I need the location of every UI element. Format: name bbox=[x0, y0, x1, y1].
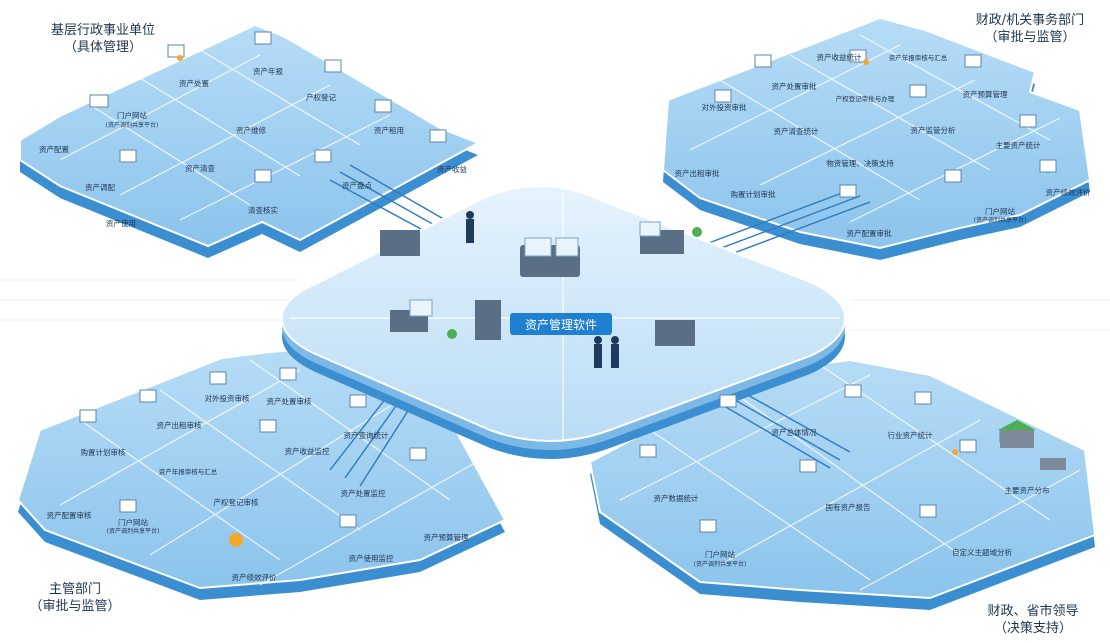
label-bl-2: 资产出租审核 bbox=[157, 420, 202, 430]
label-bl-1: 资产处置审核 bbox=[267, 396, 312, 406]
label-bl-4: 购置计划审核 bbox=[81, 447, 126, 457]
label-tr-1: 资产年报审核与汇总 bbox=[889, 53, 948, 62]
label-br-1: 行业资产统计 bbox=[888, 430, 933, 440]
label-tl-4: 资产维修 bbox=[236, 125, 266, 135]
label-tl-8: 资产清查 bbox=[185, 163, 215, 173]
label-br-2: 资产数据统计 bbox=[654, 493, 699, 503]
center-label: 资产管理软件 bbox=[525, 317, 597, 332]
label-bl-9: 资产配置审核 bbox=[47, 510, 92, 520]
label-tl-1: 资产年报 bbox=[253, 66, 283, 76]
label-tr-5: 资产预算管理 bbox=[963, 89, 1008, 99]
platform-top-left bbox=[19, 23, 481, 258]
center-badge: 资产管理软件 bbox=[510, 313, 612, 335]
label-tr-10: 购置计划审批 bbox=[731, 189, 776, 199]
label-tr-12: 门户网站 bbox=[985, 206, 1015, 216]
label-tr-15: 资产配置审批 bbox=[847, 228, 892, 238]
label-bl-12: 资产预算管理 bbox=[424, 532, 469, 542]
label-tl-0: 资产处置 bbox=[179, 78, 209, 88]
region-title-top-right: 财政/机关事务部门 （审批与监管） bbox=[960, 12, 1100, 46]
label-bl-5: 资产年报审核与汇总 bbox=[159, 467, 218, 476]
label-bl-14: 资产绩效评价 bbox=[232, 572, 277, 582]
label-bl-6: 资产收益监控 bbox=[285, 446, 330, 456]
label-tr-0: 资产收益统计 bbox=[817, 52, 862, 62]
label-tl-10: 资产调配 bbox=[85, 182, 115, 192]
label-br-4: 主要资产分布 bbox=[1005, 485, 1050, 495]
region-title-bottom-left: 主管部门 （审批与监管） bbox=[20, 581, 130, 615]
label-br-6: (资产调剂共享平台) bbox=[694, 560, 747, 568]
platform-bottom-right bbox=[588, 358, 1097, 610]
label-tr-9: 资产出租审批 bbox=[675, 168, 720, 178]
region-title-bottom-right: 财政、省市领导 （决策支持） bbox=[968, 603, 1098, 637]
label-tl-7: 资产租用 bbox=[374, 125, 404, 135]
labels-bottom-left: 对外投资审核 资产处置审核 资产出租审核 资产查询统计 购置计划审核 资产年报审… bbox=[47, 393, 469, 582]
label-tl-12: 资产使用 bbox=[106, 218, 136, 228]
label-bl-13: 资产使用监控 bbox=[349, 553, 394, 563]
label-bl-11: (资产调剂共享平台) bbox=[107, 527, 160, 535]
region-top-right-subtitle: （审批与监管） bbox=[984, 30, 1076, 45]
region-bottom-right-subtitle: （决策支持） bbox=[993, 621, 1072, 636]
platform-bottom-left bbox=[16, 343, 507, 600]
labels-top-left: 资产处置 资产年报 门户网站 (资产调剂共享平台) 资产维修 产权登记 资产配置… bbox=[39, 66, 467, 228]
region-top-left-title: 基层行政事业单位 bbox=[50, 23, 155, 38]
label-tl-5: 产权登记 bbox=[306, 92, 336, 102]
label-tl-6: 资产配置 bbox=[39, 144, 69, 154]
region-top-left-subtitle: （具体管理） bbox=[63, 40, 142, 55]
label-bl-7: 产权登记审核 bbox=[214, 497, 259, 507]
label-br-3: 国有资产报告 bbox=[826, 502, 871, 512]
region-title-top-left: 基层行政事业单位 （具体管理） bbox=[28, 22, 178, 56]
platform-desk-icons bbox=[79, 31, 1066, 547]
region-bottom-left-title: 主管部门 bbox=[48, 582, 101, 597]
label-tr-7: 资产监管分析 bbox=[911, 125, 956, 135]
label-tr-11: 物资管理、决策支持 bbox=[826, 158, 894, 168]
region-bottom-left-subtitle: （审批与监管） bbox=[29, 599, 121, 614]
label-tr-6: 资产清查统计 bbox=[774, 126, 819, 136]
label-br-0: 资产总体情况 bbox=[772, 427, 817, 437]
label-tl-9: 资产收益 bbox=[437, 164, 467, 174]
label-tr-14: 资产绩效评价 bbox=[1046, 187, 1091, 197]
office-illustrations bbox=[380, 211, 702, 368]
label-tr-4: 产权登记审批与办理 bbox=[836, 94, 895, 103]
label-bl-3: 资产查询统计 bbox=[344, 430, 389, 440]
platform-top-right bbox=[661, 16, 1092, 260]
label-bl-8: 资产处置监控 bbox=[341, 488, 386, 498]
region-bottom-right-title: 财政、省市领导 bbox=[987, 604, 1079, 619]
label-bl-10: 门户网站 bbox=[118, 517, 148, 527]
label-tr-2: 对外投资审批 bbox=[702, 102, 747, 112]
label-tr-8: 主要资产统计 bbox=[996, 140, 1041, 150]
label-br-5: 门户网站 bbox=[705, 549, 735, 559]
label-br-7: 自定义主题域分析 bbox=[952, 547, 1012, 557]
label-bl-0: 对外投资审核 bbox=[205, 393, 250, 403]
label-tl-2: 门户网站 bbox=[117, 110, 147, 120]
label-tl-3: (资产调剂共享平台) bbox=[106, 121, 159, 129]
labels-bottom-right: 资产总体情况 行业资产统计 资产数据统计 国有资产报告 主要资产分布 门户网站 … bbox=[654, 427, 1050, 568]
label-tl-13: 清查核实 bbox=[248, 205, 278, 215]
label-tr-3: 资产处置审批 bbox=[772, 81, 817, 91]
label-tr-13: (资产调剂共享平台) bbox=[974, 216, 1027, 224]
region-top-right-title: 财政/机关事务部门 bbox=[975, 13, 1085, 28]
background-grid bbox=[0, 279, 1110, 331]
label-tl-11: 资产盘点 bbox=[342, 180, 372, 190]
labels-top-right: 资产收益统计 资产年报审核与汇总 对外投资审批 资产处置审批 产权登记审批与办理… bbox=[675, 52, 1091, 238]
